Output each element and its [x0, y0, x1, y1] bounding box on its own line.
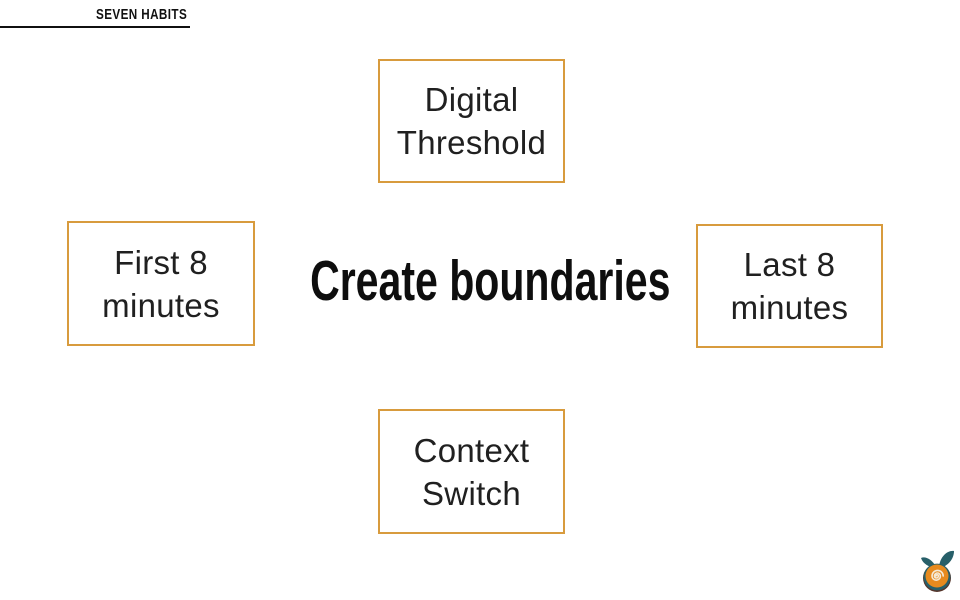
box-context-switch-line2: Switch [422, 474, 521, 512]
box-first-8-minutes-line2: minutes [102, 286, 220, 324]
box-last-8-minutes-line1: Last 8 [743, 246, 836, 283]
orange-spiral-fruit-logo-icon [921, 550, 954, 592]
box-last-8-minutes: Last 8 minutes [696, 224, 883, 348]
box-first-8-minutes: First 8 minutes [67, 221, 255, 346]
slide-title-container: Create boundaries [10, 250, 960, 312]
box-digital-threshold-line1: Digital [424, 81, 519, 118]
slide-title: Create boundaries [309, 249, 671, 313]
box-context-switch: Context Switch [378, 409, 565, 534]
header-underline [0, 26, 190, 28]
box-digital-threshold: Digital Threshold [378, 59, 565, 183]
deck-title-label: SEVEN HABITS [96, 6, 188, 23]
box-first-8-minutes-line1: First 8 [114, 243, 208, 281]
box-last-8-minutes-line2: minutes [730, 289, 849, 326]
box-context-switch-line1: Context [413, 431, 530, 469]
box-digital-threshold-line2: Threshold [396, 124, 547, 161]
